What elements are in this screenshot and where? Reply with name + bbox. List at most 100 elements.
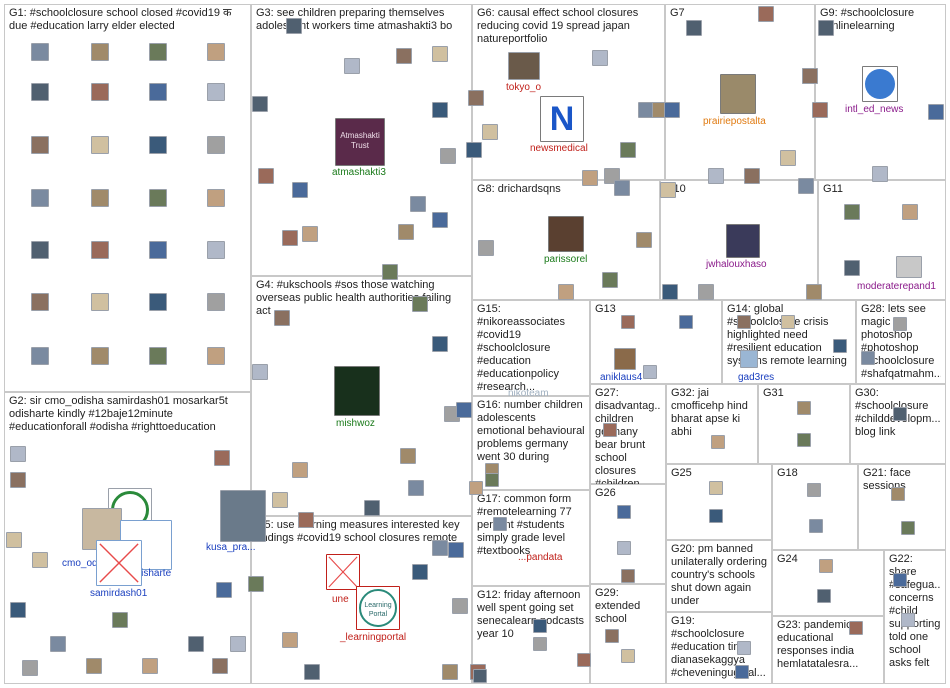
avatar-node[interactable] <box>780 150 796 166</box>
avatar-node[interactable] <box>533 637 547 651</box>
avatar-node[interactable] <box>10 472 26 488</box>
avatar-node[interactable] <box>91 293 109 311</box>
avatar-node[interactable] <box>412 564 428 580</box>
avatar-node[interactable] <box>806 284 822 300</box>
avatar-node[interactable] <box>708 168 724 184</box>
avatar-node[interactable] <box>31 83 49 101</box>
avatar-node[interactable] <box>872 166 888 182</box>
avatar-node[interactable] <box>149 189 167 207</box>
avatar-node[interactable] <box>660 182 676 198</box>
avatar-node[interactable] <box>32 552 48 568</box>
avatar-node[interactable] <box>207 347 225 365</box>
avatar-node[interactable] <box>485 473 499 487</box>
avatar-node[interactable] <box>452 598 468 614</box>
node-parissorel[interactable] <box>548 216 584 252</box>
avatar-node[interactable] <box>91 43 109 61</box>
node-intl-ed-news[interactable] <box>862 66 898 102</box>
node-jwhalouxhaso[interactable] <box>726 224 760 258</box>
avatar-node[interactable] <box>31 241 49 259</box>
avatar-node[interactable] <box>809 519 823 533</box>
node-atmashakti3[interactable]: Atmashakti Trust <box>335 118 385 166</box>
avatar-node[interactable] <box>252 364 268 380</box>
avatar-node[interactable] <box>248 576 264 592</box>
avatar-node[interactable] <box>818 20 834 36</box>
avatar-node[interactable] <box>466 142 482 158</box>
avatar-node[interactable] <box>207 136 225 154</box>
node-newsmedical[interactable]: N <box>540 96 584 142</box>
node-prairiepostalta[interactable] <box>720 74 756 114</box>
avatar-node[interactable] <box>272 492 288 508</box>
avatar-node[interactable] <box>602 272 618 288</box>
avatar-node[interactable] <box>469 481 483 495</box>
avatar-node[interactable] <box>737 641 751 655</box>
avatar-node[interactable] <box>533 619 547 633</box>
avatar-node[interactable] <box>735 665 749 679</box>
node-mishwoz[interactable] <box>334 366 380 416</box>
avatar-node[interactable] <box>819 559 833 573</box>
node-moderaterepand1[interactable] <box>896 256 922 278</box>
avatar-node[interactable] <box>893 317 907 331</box>
avatar-node[interactable] <box>758 6 774 22</box>
avatar-node[interactable] <box>50 636 66 652</box>
avatar-node[interactable] <box>400 448 416 464</box>
avatar-node[interactable] <box>149 136 167 154</box>
avatar-node[interactable] <box>412 296 428 312</box>
avatar-node[interactable] <box>636 232 652 248</box>
avatar-node[interactable] <box>364 500 380 516</box>
avatar-node[interactable] <box>10 602 26 618</box>
avatar-node[interactable] <box>893 573 907 587</box>
avatar-node[interactable] <box>86 658 102 674</box>
avatar-node[interactable] <box>812 102 828 118</box>
avatar-node[interactable] <box>292 462 308 478</box>
avatar-node[interactable] <box>149 293 167 311</box>
avatar-node[interactable] <box>679 315 693 329</box>
avatar-node[interactable] <box>833 339 847 353</box>
avatar-node[interactable] <box>31 189 49 207</box>
avatar-node[interactable] <box>112 612 128 628</box>
avatar-node[interactable] <box>207 189 225 207</box>
avatar-node[interactable] <box>643 365 657 379</box>
avatar-node[interactable] <box>928 104 944 120</box>
avatar-node[interactable] <box>22 660 38 676</box>
avatar-node[interactable] <box>448 542 464 558</box>
avatar-node[interactable] <box>142 658 158 674</box>
avatar-node[interactable] <box>207 241 225 259</box>
avatar-node[interactable] <box>807 483 821 497</box>
avatar-node[interactable] <box>149 43 167 61</box>
node-gad3res[interactable] <box>740 350 758 368</box>
avatar-node[interactable] <box>844 260 860 276</box>
avatar-node[interactable] <box>274 310 290 326</box>
avatar-node[interactable] <box>344 58 360 74</box>
avatar-node[interactable] <box>31 136 49 154</box>
avatar-node[interactable] <box>797 401 811 415</box>
avatar-node[interactable] <box>382 264 398 280</box>
avatar-node[interactable] <box>620 142 636 158</box>
avatar-node[interactable] <box>582 170 598 186</box>
avatar-node[interactable] <box>432 46 448 62</box>
avatar-node[interactable] <box>214 450 230 466</box>
avatar-node[interactable] <box>817 589 831 603</box>
avatar-node[interactable] <box>31 43 49 61</box>
avatar-node[interactable] <box>592 50 608 66</box>
avatar-node[interactable] <box>478 240 494 256</box>
avatar-node[interactable] <box>149 241 167 259</box>
avatar-node[interactable] <box>396 48 412 64</box>
avatar-node[interactable] <box>292 182 308 198</box>
avatar-node[interactable] <box>252 96 268 112</box>
avatar-node[interactable] <box>91 83 109 101</box>
avatar-node[interactable] <box>456 402 472 418</box>
avatar-node[interactable] <box>91 189 109 207</box>
avatar-node[interactable] <box>662 284 678 300</box>
avatar-node[interactable] <box>621 569 635 583</box>
avatar-node[interactable] <box>861 351 875 365</box>
avatar-node[interactable] <box>698 284 714 300</box>
avatar-node[interactable] <box>558 284 574 300</box>
node-aniklaus4[interactable] <box>614 348 636 370</box>
avatar-node[interactable] <box>216 582 232 598</box>
avatar-node[interactable] <box>617 505 631 519</box>
avatar-node[interactable] <box>493 517 507 531</box>
avatar-node[interactable] <box>891 487 905 501</box>
avatar-node[interactable] <box>709 481 723 495</box>
node-learningportal[interactable]: Learning Portal <box>356 586 400 630</box>
avatar-node[interactable] <box>410 196 426 212</box>
